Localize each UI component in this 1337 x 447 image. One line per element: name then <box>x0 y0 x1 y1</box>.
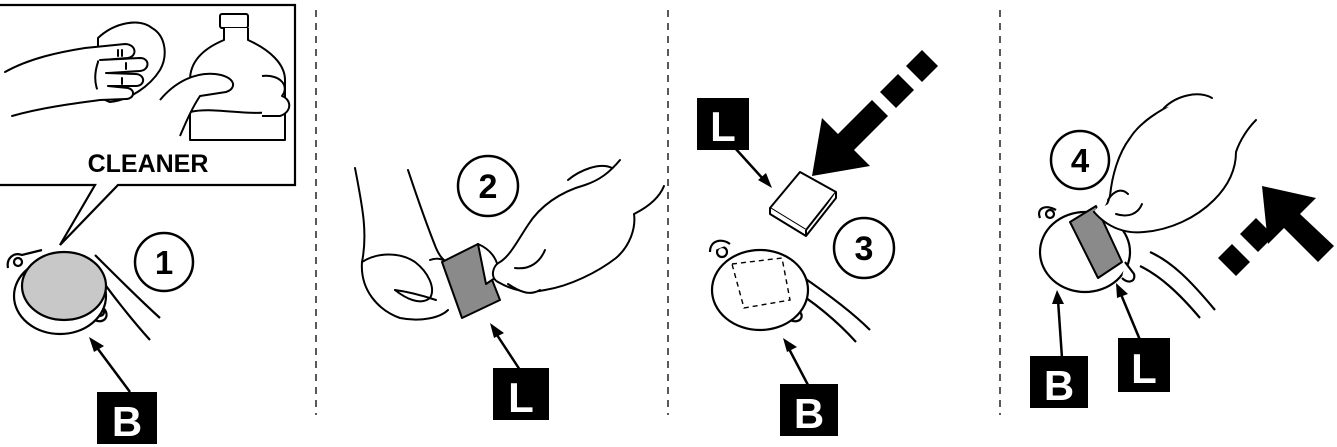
callout-arrowhead <box>89 337 104 352</box>
callout-pointer <box>734 147 765 181</box>
panel-step-3: L 3 B <box>697 50 938 437</box>
step-number-circle <box>456 154 520 218</box>
panel-step-2: 2 L <box>354 154 665 421</box>
adhesive-pad-illustration <box>1069 205 1123 279</box>
step-number: 4 <box>1071 142 1090 179</box>
callout-arrowhead <box>1116 283 1128 298</box>
hand-illustration <box>1093 93 1257 234</box>
step-number-circle <box>832 216 896 280</box>
hand-illustration <box>4 21 166 117</box>
hand-illustration <box>354 167 457 321</box>
hand-illustration <box>492 159 665 294</box>
callout-letter: L <box>508 374 534 421</box>
inset-label: CLEANER <box>88 150 209 178</box>
callout-box <box>697 98 749 150</box>
cleaner-inset: CLEANER <box>0 3 297 246</box>
step-number: 3 <box>855 230 874 268</box>
callout-arrowhead <box>758 173 772 188</box>
callout-pointer <box>93 344 132 393</box>
panel-step-1: CLEANER 1 B <box>0 3 297 445</box>
callout-box <box>1030 356 1088 408</box>
callout-letter: B <box>112 398 142 445</box>
callout-letter: L <box>1131 345 1157 392</box>
callout-letter: B <box>1044 362 1074 409</box>
callout-pointer <box>786 346 810 386</box>
lift-arrow-icon <box>1218 186 1334 276</box>
callout-pointer <box>493 331 522 371</box>
bottle-illustration <box>159 13 291 141</box>
step-number: 2 <box>479 168 498 206</box>
sensor-illustration <box>6 248 161 341</box>
callout-arrowhead <box>1052 290 1064 304</box>
panel-step-4: 4 B <box>1030 93 1334 409</box>
callout-box <box>1118 338 1170 392</box>
callout-letter: L <box>710 103 736 150</box>
sensor-illustration <box>708 239 871 343</box>
callout-letter: B <box>794 390 824 437</box>
step-number-circle <box>1049 129 1111 191</box>
callout-box <box>97 392 157 444</box>
adhesive-pad-illustration <box>769 171 837 237</box>
step-number: 1 <box>155 244 173 281</box>
callout-arrowhead <box>783 338 797 352</box>
press-arrow-icon <box>812 50 938 176</box>
callout-pointer <box>1118 291 1142 341</box>
callout-box <box>493 368 549 420</box>
step-number-circle <box>133 231 195 293</box>
separators <box>315 10 1001 415</box>
callout-pointer <box>1056 299 1064 359</box>
callout-box <box>780 384 838 436</box>
callout-arrowhead <box>490 323 504 338</box>
